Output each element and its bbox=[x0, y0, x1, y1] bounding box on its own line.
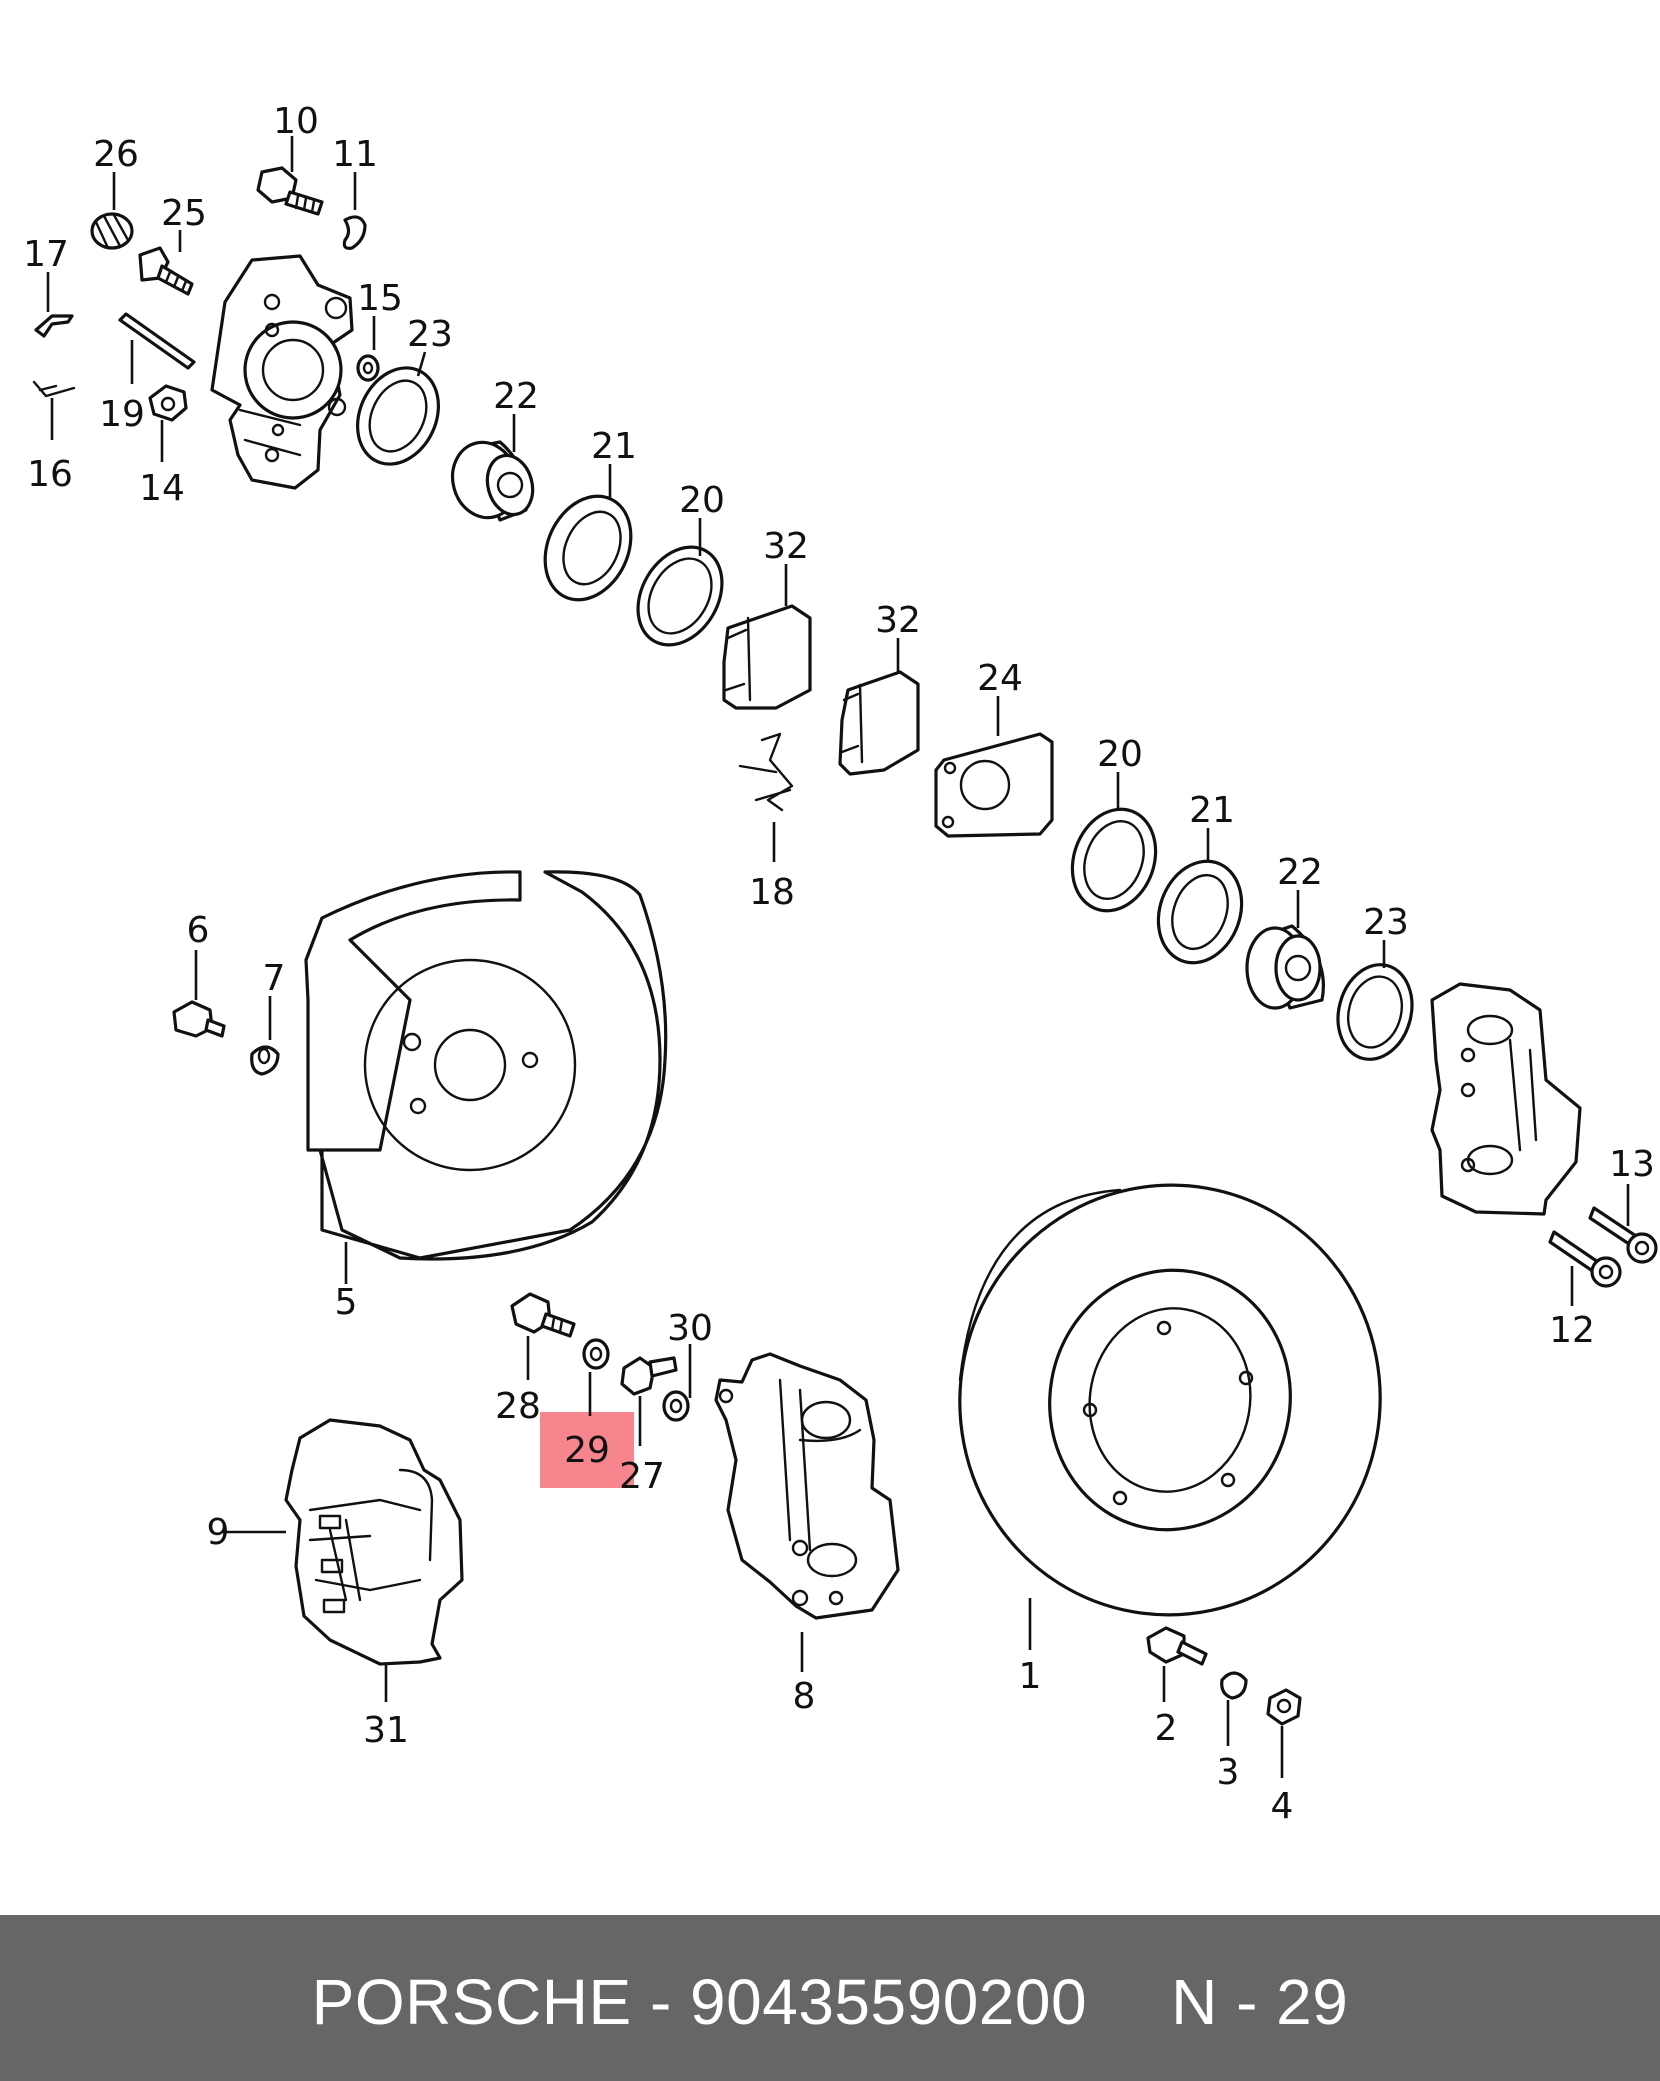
callout-label: 3 bbox=[1217, 1752, 1240, 1793]
bolt-25 bbox=[138, 246, 194, 296]
highlight-box-29 bbox=[540, 1412, 634, 1488]
pin-19 bbox=[118, 312, 196, 370]
callout-label: 19 bbox=[99, 394, 145, 435]
bolt-6 bbox=[172, 1000, 226, 1038]
washer-15 bbox=[356, 354, 380, 382]
washer-29 bbox=[582, 1338, 610, 1370]
callout-label: 28 bbox=[495, 1386, 541, 1427]
callout-label: 17 bbox=[23, 234, 69, 275]
position-number: 29 bbox=[1276, 1966, 1349, 2038]
spring-clip-18 bbox=[738, 732, 794, 812]
brand-separator: - bbox=[649, 1966, 672, 2038]
shim-plate-24 bbox=[934, 732, 1054, 838]
callout-label: 7 bbox=[263, 958, 286, 999]
callout-label: 15 bbox=[357, 278, 403, 319]
bolt-13 bbox=[1588, 1206, 1658, 1264]
callout-label: 5 bbox=[335, 1282, 358, 1323]
part-number: 90435590200 bbox=[690, 1966, 1088, 2038]
washer-30 bbox=[662, 1390, 690, 1422]
bolt-28 bbox=[510, 1292, 576, 1338]
bolt-27 bbox=[620, 1356, 678, 1396]
callout-label: 21 bbox=[1189, 790, 1235, 831]
callout-label-29: 29 bbox=[564, 1430, 610, 1471]
callout-label: 23 bbox=[407, 314, 453, 355]
callout-label: 22 bbox=[493, 376, 539, 417]
callout-label: 32 bbox=[875, 600, 921, 641]
race-21-top bbox=[543, 494, 633, 602]
callout-label: 16 bbox=[27, 454, 73, 495]
callout-label: 14 bbox=[139, 468, 185, 509]
callout-label: 30 bbox=[667, 1308, 713, 1349]
part-info-footer: PORSCHE - 90435590200 N - 29 bbox=[0, 1915, 1660, 2081]
callout-label: 10 bbox=[273, 101, 319, 142]
callout-label: 8 bbox=[793, 1676, 816, 1717]
position-prefix: N bbox=[1171, 1966, 1218, 2038]
callout-label: 23 bbox=[1363, 902, 1409, 943]
callout-label: 24 bbox=[977, 658, 1023, 699]
callout-label: 21 bbox=[591, 426, 637, 467]
callout-label: 2 bbox=[1155, 1708, 1178, 1749]
callout-label: 13 bbox=[1609, 1144, 1655, 1185]
leader-lines bbox=[46, 136, 1630, 1778]
callout-label: 20 bbox=[1097, 734, 1143, 775]
seal-23-mid bbox=[1336, 963, 1414, 1061]
brake-pad-32-a bbox=[722, 604, 812, 710]
callout-label: 4 bbox=[1271, 1786, 1294, 1827]
callout-label: 22 bbox=[1277, 852, 1323, 893]
callout-label: 1 bbox=[1019, 1656, 1042, 1697]
nut-14 bbox=[148, 384, 188, 422]
bushing-26 bbox=[90, 212, 134, 250]
callout-label: 18 bbox=[749, 872, 795, 913]
brand-name: PORSCHE bbox=[311, 1966, 632, 2038]
brake-pad-32-b bbox=[838, 670, 920, 776]
caliper-8 bbox=[714, 1352, 900, 1620]
clip-16 bbox=[32, 380, 76, 398]
washer-3 bbox=[1220, 1671, 1248, 1700]
ring-20-mid bbox=[1070, 807, 1158, 913]
steering-knuckle bbox=[210, 254, 354, 490]
part-info-text: PORSCHE - 90435590200 N - 29 bbox=[0, 1967, 1660, 2037]
bearing-22-mid bbox=[1245, 924, 1325, 1010]
caliper-9 bbox=[284, 1418, 464, 1666]
bolt-12 bbox=[1548, 1230, 1622, 1288]
washer-7 bbox=[250, 1045, 280, 1076]
exploded-parts-diagram: 10 11 26 25 17 16 19 14 15 23 22 21 20 3… bbox=[23, 101, 1658, 1827]
callout-label: 27 bbox=[619, 1456, 665, 1497]
position-separator: - bbox=[1236, 1966, 1258, 2038]
callout-label: 26 bbox=[93, 134, 139, 175]
callout-labels: 10 11 26 25 17 16 19 14 15 23 22 21 20 3… bbox=[23, 101, 1655, 1827]
bearing-22-top bbox=[450, 440, 535, 522]
washer-11 bbox=[342, 215, 367, 250]
callout-label: 11 bbox=[332, 134, 378, 175]
callout-label: 25 bbox=[161, 193, 207, 234]
clip-17 bbox=[34, 314, 74, 338]
callout-label: 9 bbox=[207, 1512, 230, 1553]
caliper-bracket-right bbox=[1430, 982, 1582, 1216]
nut-4 bbox=[1266, 1688, 1302, 1726]
callout-label: 32 bbox=[763, 526, 809, 567]
ring-20-top bbox=[636, 545, 724, 647]
race-21-mid bbox=[1156, 859, 1244, 965]
splash-shield-5 bbox=[304, 870, 668, 1261]
brake-disc-1 bbox=[958, 1183, 1382, 1617]
callout-label: 12 bbox=[1549, 1310, 1595, 1351]
callout-label: 6 bbox=[187, 910, 210, 951]
callout-label: 31 bbox=[363, 1710, 409, 1751]
bolt-2 bbox=[1146, 1626, 1208, 1666]
callout-label: 20 bbox=[679, 480, 725, 521]
bolt-10 bbox=[256, 166, 324, 216]
